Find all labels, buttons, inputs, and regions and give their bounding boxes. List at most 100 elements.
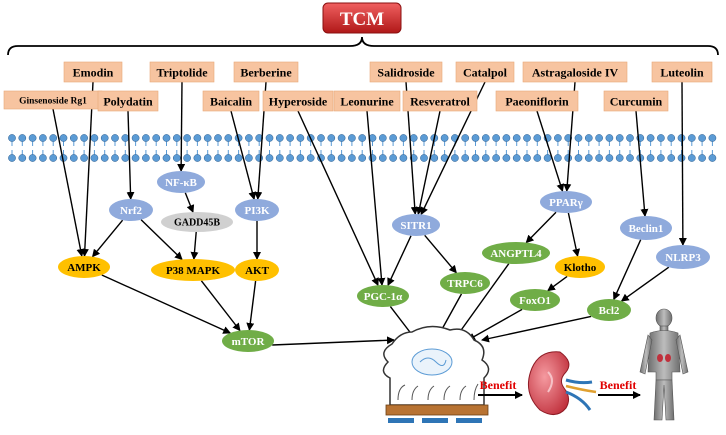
benefit-label-human: Benefit bbox=[600, 378, 637, 392]
compound-berberine: Berberine bbox=[233, 61, 299, 83]
membrane-head bbox=[162, 154, 171, 162]
membrane-head bbox=[389, 134, 397, 142]
arrow-resveratrol-to-sitr1 bbox=[415, 110, 441, 216]
compound-box bbox=[603, 90, 669, 112]
membrane-head bbox=[471, 134, 480, 142]
membrane-head bbox=[502, 154, 511, 162]
membrane-head bbox=[296, 134, 305, 142]
membrane-head bbox=[677, 134, 686, 142]
arrow-ppar-to-klotho bbox=[567, 212, 581, 257]
membrane-head bbox=[574, 134, 583, 142]
membrane-head bbox=[533, 154, 542, 162]
compound-salidroside: Salidroside bbox=[369, 61, 443, 83]
arrow-akt-to-mtor bbox=[246, 280, 257, 331]
node-nfkb: NF-κB bbox=[157, 171, 205, 193]
compound-luteolin: Luteolin bbox=[651, 61, 713, 83]
node-label: Bcl2 bbox=[599, 305, 620, 317]
membrane-head bbox=[584, 134, 593, 142]
membrane-head bbox=[687, 154, 696, 162]
membrane-head bbox=[492, 154, 500, 162]
node-beclin1: Beclin1 bbox=[620, 216, 672, 240]
membrane-head bbox=[554, 154, 562, 162]
membrane-head bbox=[142, 154, 150, 162]
membrane-head bbox=[18, 134, 27, 142]
membrane-head bbox=[461, 134, 470, 142]
membrane-head bbox=[59, 134, 68, 142]
cell-membrane bbox=[8, 134, 717, 162]
membrane-head bbox=[69, 134, 78, 142]
signaling-nodes: NF-κBNrf2GADD45BPI3KSITR1PPARγBeclin1NLR… bbox=[58, 171, 710, 352]
membrane-head bbox=[564, 154, 573, 162]
tcm-title-text: TCM bbox=[340, 9, 384, 30]
benefit-arrow-human: Benefit bbox=[598, 378, 641, 399]
membrane-head bbox=[172, 154, 181, 162]
membrane-head bbox=[451, 154, 459, 162]
membrane-head bbox=[523, 134, 531, 142]
membrane-head bbox=[646, 154, 655, 162]
node-nrf2: Nrf2 bbox=[109, 199, 153, 221]
node-label: GADD45B bbox=[174, 218, 220, 229]
membrane-head bbox=[615, 134, 624, 142]
compound-label: Baicalin bbox=[210, 94, 252, 108]
membrane-head bbox=[327, 134, 336, 142]
membrane-head bbox=[512, 134, 521, 142]
membrane-head bbox=[317, 134, 325, 142]
membrane-head bbox=[69, 154, 78, 162]
membrane-head bbox=[440, 134, 449, 142]
membrane-head bbox=[8, 154, 16, 162]
node-shape bbox=[357, 285, 409, 307]
arrow-nfkb-to-gadd45b bbox=[184, 192, 195, 214]
membrane-head bbox=[368, 154, 377, 162]
membrane-head bbox=[605, 154, 614, 162]
membrane-head bbox=[255, 154, 264, 162]
compound-baicalin: Baicalin bbox=[202, 90, 260, 112]
node-shape bbox=[58, 256, 110, 278]
membrane-head bbox=[554, 134, 562, 142]
membrane-head bbox=[28, 134, 37, 142]
membrane-head bbox=[203, 134, 212, 142]
compound-catalpol: Catalpol bbox=[455, 61, 515, 83]
node-shape bbox=[510, 289, 560, 311]
compound-label: Curcumin bbox=[610, 94, 663, 108]
membrane-head bbox=[358, 134, 367, 142]
compound-box bbox=[262, 90, 334, 112]
compound-box bbox=[149, 61, 215, 83]
node-label: Beclin1 bbox=[629, 223, 664, 235]
compound-label: Hyperoside bbox=[269, 94, 328, 108]
membrane-head bbox=[378, 134, 387, 142]
compound-list: Ginsenoside Rg1EmodinPolydatinTriptolide… bbox=[3, 61, 713, 112]
podocyte-icon bbox=[382, 325, 490, 423]
membrane-head bbox=[677, 154, 686, 162]
compound-paeoniflorin: Paeoniflorin bbox=[495, 90, 579, 112]
arrow-ginsenoside-to-ampk bbox=[52, 108, 85, 257]
membrane-head bbox=[399, 134, 408, 142]
membrane-head bbox=[214, 134, 222, 142]
membrane-head bbox=[234, 154, 243, 162]
node-label: PI3K bbox=[244, 205, 270, 217]
compound-label: Triptolide bbox=[156, 65, 208, 79]
membrane-head bbox=[18, 154, 27, 162]
compound-label: Paeoniflorin bbox=[505, 94, 569, 108]
compound-box bbox=[63, 61, 123, 83]
compound-ginsenoside: Ginsenoside Rg1 bbox=[3, 90, 103, 110]
compound-box bbox=[495, 90, 579, 112]
compound-box bbox=[233, 61, 299, 83]
compound-polydatin: Polydatin bbox=[97, 90, 159, 112]
membrane-head bbox=[224, 154, 233, 162]
membrane-head bbox=[492, 134, 500, 142]
compound-label: Salidroside bbox=[377, 65, 435, 79]
membrane-head bbox=[172, 134, 181, 142]
node-shape bbox=[392, 214, 440, 236]
node-akt: AKT bbox=[235, 259, 279, 281]
compound-box bbox=[455, 61, 515, 83]
arrow-ampk-to-mtor bbox=[101, 274, 232, 334]
compound-box bbox=[333, 90, 401, 112]
node-shape bbox=[555, 256, 605, 278]
membrane-head bbox=[183, 154, 191, 162]
compound-leonurine: Leonurine bbox=[333, 90, 401, 112]
arrow-bcl2-to-podocyte bbox=[481, 315, 592, 343]
membrane-head bbox=[481, 154, 490, 162]
membrane-head bbox=[245, 134, 253, 142]
node-shape bbox=[656, 245, 710, 269]
membrane-head bbox=[80, 154, 88, 162]
